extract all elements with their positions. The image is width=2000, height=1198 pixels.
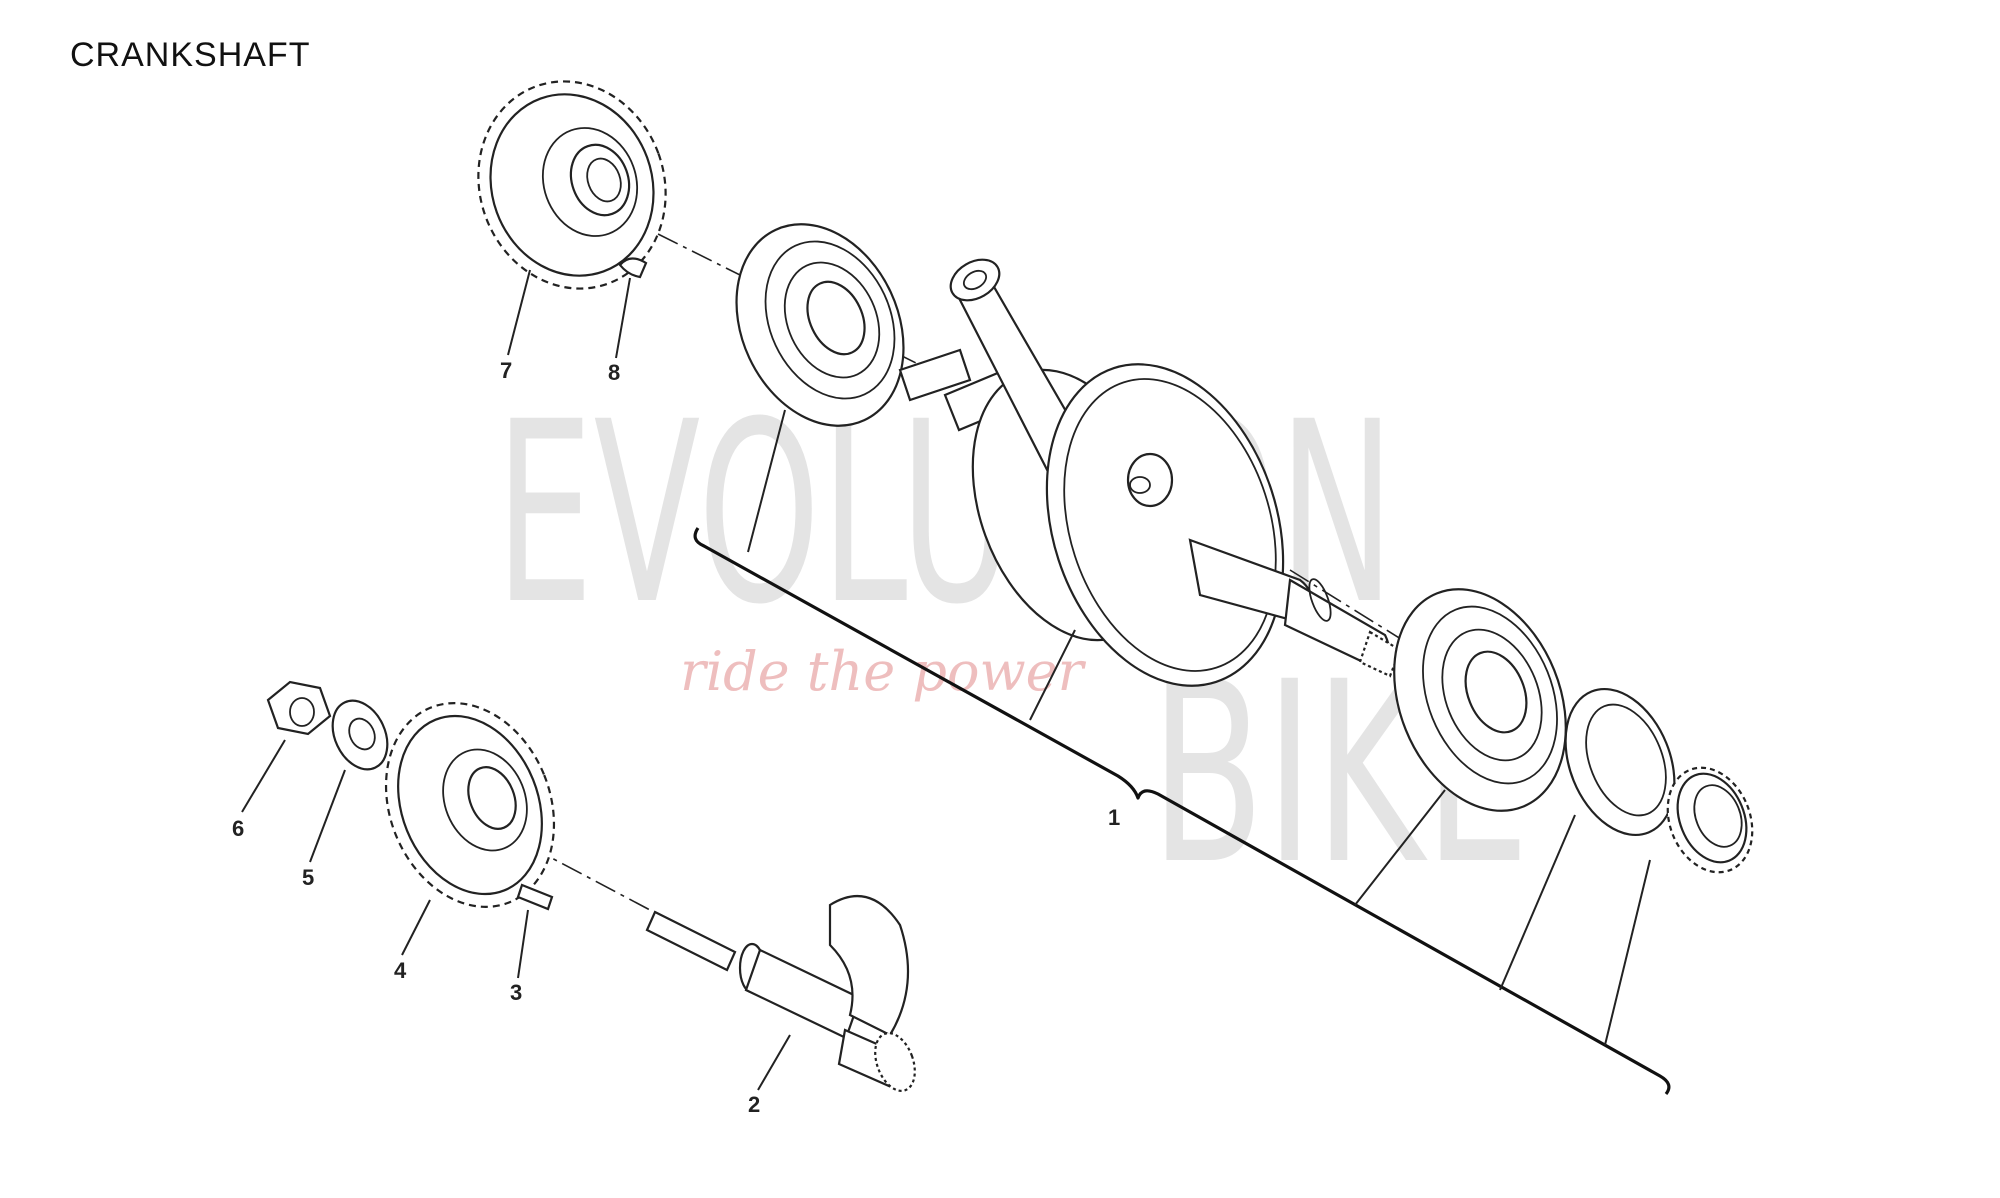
callout-2: 2 (748, 1092, 760, 1117)
callout-6: 6 (232, 816, 244, 841)
oil-seal (1564, 687, 1676, 837)
watermark-tagline: ride the power (680, 640, 1087, 703)
bearing-left (735, 223, 905, 427)
washer-part-5 (331, 699, 389, 771)
callout-7: 7 (500, 358, 512, 383)
leader-lines (241, 269, 1651, 1091)
callout-5: 5 (302, 865, 314, 890)
diagram-title: CRANKSHAFT (70, 36, 310, 74)
callouts: 1 2 3 4 5 6 7 8 (232, 358, 1120, 1117)
key-part-8 (618, 257, 648, 279)
balancer-shaft-part-2 (645, 895, 916, 1092)
gear-part-4 (384, 702, 556, 908)
timing-gear (1666, 766, 1754, 874)
callout-8: 8 (608, 360, 620, 385)
bearing-right (1393, 588, 1567, 812)
gear-part-7 (477, 80, 667, 290)
callout-3: 3 (510, 980, 522, 1005)
crankshaft-assembly (898, 258, 1402, 687)
callout-1: 1 (1108, 805, 1120, 830)
nut-part-6 (266, 680, 332, 736)
key-part-3 (516, 883, 554, 911)
callout-4: 4 (394, 958, 407, 983)
assembly-bracket (693, 527, 1671, 1095)
